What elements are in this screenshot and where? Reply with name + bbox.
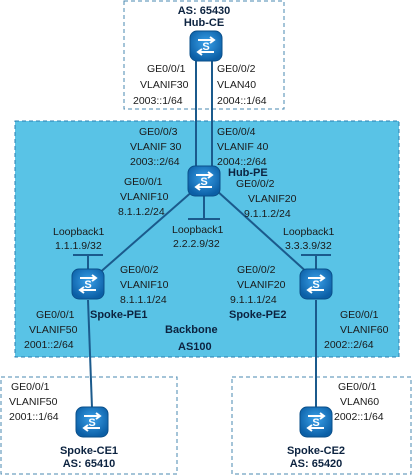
hub-pe-name: Hub-PE xyxy=(228,167,268,179)
svg-text:GE0/0/3: GE0/0/3 xyxy=(139,126,178,138)
svg-text:2003::1/64: 2003::1/64 xyxy=(133,95,183,107)
spoke-ce1-name: Spoke-CE1 xyxy=(60,445,118,457)
backbone-as-label: AS100 xyxy=(178,341,212,353)
if-pe2-loopback: Loopback1 3.3.3.9/32 xyxy=(283,226,335,252)
svg-text:GE0/0/2: GE0/0/2 xyxy=(217,63,256,75)
svg-text:GE0/0/1: GE0/0/1 xyxy=(36,309,75,321)
svg-text:VLANIF20: VLANIF20 xyxy=(248,193,297,205)
hub-ce-name: Hub-CE xyxy=(184,17,224,29)
if-hubce-left: GE0/0/1 VLANIF30 2003::1/64 xyxy=(133,63,189,107)
svg-text:Loopback1: Loopback1 xyxy=(172,224,224,236)
svg-text:VLANIF 30: VLANIF 30 xyxy=(130,141,182,153)
svg-text:2001::2/64: 2001::2/64 xyxy=(24,339,74,351)
svg-text:VLANIF50: VLANIF50 xyxy=(9,396,58,408)
svg-text:VLANIF20: VLANIF20 xyxy=(237,279,286,291)
svg-text:8.1.1.2/24: 8.1.1.2/24 xyxy=(118,206,165,218)
svg-text:VLANIF30: VLANIF30 xyxy=(140,79,189,91)
spoke-ce2-as-label: AS: 65420 xyxy=(290,458,343,470)
svg-text:VLANIF10: VLANIF10 xyxy=(120,279,169,291)
if-hubpe-to-pe1: GE0/0/1 VLANIF10 8.1.1.2/24 xyxy=(118,176,169,218)
svg-text:2002::1/64: 2002::1/64 xyxy=(334,411,384,423)
svg-text:2004::1/64: 2004::1/64 xyxy=(217,95,267,107)
if-pe2-to-hub: GE0/0/2 VLANIF20 9.1.1.1/24 xyxy=(230,264,286,306)
spoke-pe1-router-icon[interactable] xyxy=(71,268,105,300)
hub-ce-as-label: AS: 65430 xyxy=(178,5,231,17)
svg-text:GE0/0/2: GE0/0/2 xyxy=(237,264,276,276)
svg-text:VLANIF10: VLANIF10 xyxy=(120,191,169,203)
if-pe1-down: GE0/0/1 VLANIF50 2001::2/64 xyxy=(24,309,78,351)
svg-text:Loopback1: Loopback1 xyxy=(53,226,105,238)
link-hubpe-pe2 xyxy=(215,189,311,276)
backbone-area xyxy=(14,120,400,358)
if-hubpe-left: GE0/0/3 VLANIF 30 2003::2/64 xyxy=(130,126,182,168)
svg-text:3.3.3.9/32: 3.3.3.9/32 xyxy=(285,240,332,252)
svg-text:GE0/0/2: GE0/0/2 xyxy=(236,178,275,190)
svg-text:GE0/0/1: GE0/0/1 xyxy=(124,176,163,188)
if-pe1-to-hub: GE0/0/2 VLANIF10 8.1.1.1/24 xyxy=(120,264,169,306)
svg-text:GE0/0/4: GE0/0/4 xyxy=(217,126,256,138)
svg-text:VLANIF 40: VLANIF 40 xyxy=(217,141,269,153)
svg-text:2004::2/64: 2004::2/64 xyxy=(217,156,267,168)
spoke-ce2-router-icon[interactable] xyxy=(299,406,333,438)
backbone-label: Backbone xyxy=(165,324,218,336)
spoke-ce2-name: Spoke-CE2 xyxy=(287,445,345,457)
loopback-markers xyxy=(73,196,331,270)
spoke-ce1-router-icon[interactable] xyxy=(75,406,109,438)
svg-text:GE0/0/1: GE0/0/1 xyxy=(338,381,377,393)
spoke-pe1-name: Spoke-PE1 xyxy=(90,309,147,321)
svg-text:VLANIF60: VLANIF60 xyxy=(340,324,389,336)
svg-text:9.1.1.1/24: 9.1.1.1/24 xyxy=(230,294,277,306)
hub-ce-router-icon[interactable] xyxy=(189,30,223,62)
if-hubpe-right: GE0/0/4 VLANIF 40 2004::2/64 xyxy=(217,126,269,168)
svg-text:GE0/0/1: GE0/0/1 xyxy=(340,309,379,321)
svg-text:2001::1/64: 2001::1/64 xyxy=(9,411,59,423)
spoke-ce1-as-label: AS: 65410 xyxy=(63,458,116,470)
spoke-pe2-name: Spoke-PE2 xyxy=(229,309,286,321)
if-pe2-down: GE0/0/1 VLANIF60 2002::2/64 xyxy=(324,309,389,351)
if-pe1-loopback: Loopback1 1.1.1.9/32 xyxy=(53,226,105,252)
if-ce2-up: GE0/0/1 VLAN60 2002::1/64 xyxy=(334,381,384,423)
svg-text:VLANIF50: VLANIF50 xyxy=(29,324,78,336)
if-hubce-right: GE0/0/2 VLAN40 2004::1/64 xyxy=(217,63,267,107)
link-pe1-ce1 xyxy=(87,299,93,409)
svg-text:Loopback1: Loopback1 xyxy=(283,226,335,238)
hub-pe-router-icon[interactable] xyxy=(187,165,221,197)
svg-text:8.1.1.1/24: 8.1.1.1/24 xyxy=(120,294,167,306)
if-ce1-up: GE0/0/1 VLANIF50 2001::1/64 xyxy=(9,381,59,423)
svg-text:2003::2/64: 2003::2/64 xyxy=(130,156,180,168)
svg-text:GE0/0/2: GE0/0/2 xyxy=(120,264,159,276)
svg-text:2002::2/64: 2002::2/64 xyxy=(324,339,374,351)
svg-text:1.1.1.9/32: 1.1.1.9/32 xyxy=(55,240,102,252)
svg-text:9.1.1.2/24: 9.1.1.2/24 xyxy=(244,208,291,220)
link-hubpe-pe1 xyxy=(96,189,195,276)
svg-text:2.2.2.9/32: 2.2.2.9/32 xyxy=(173,238,220,250)
if-hubpe-to-pe2: GE0/0/2 VLANIF20 9.1.1.2/24 xyxy=(236,178,297,220)
svg-text:GE0/0/1: GE0/0/1 xyxy=(147,63,186,75)
svg-text:GE0/0/1: GE0/0/1 xyxy=(11,381,50,393)
svg-text:VLAN60: VLAN60 xyxy=(340,396,379,408)
svg-text:VLAN40: VLAN40 xyxy=(217,79,256,91)
spoke-pe2-router-icon[interactable] xyxy=(299,268,333,300)
links xyxy=(87,61,317,409)
if-hubpe-loopback: Loopback1 2.2.2.9/32 xyxy=(172,224,224,250)
